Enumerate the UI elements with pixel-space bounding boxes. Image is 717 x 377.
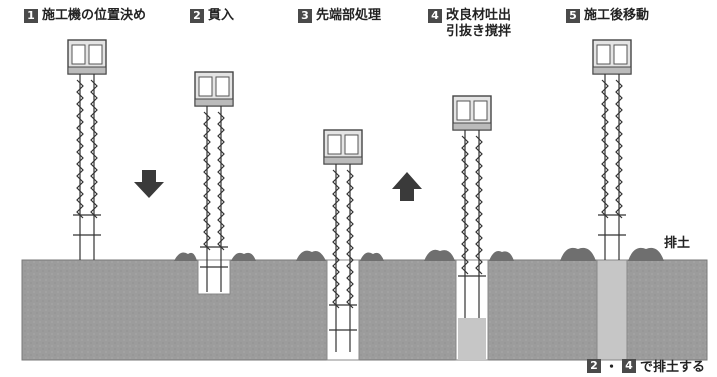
footnote: 2 ・ 4 で排土する xyxy=(586,356,705,375)
note-badge-a: 2 xyxy=(586,359,601,373)
step-title: 貫入 xyxy=(208,8,235,23)
step-number-badge: 1 xyxy=(24,9,38,23)
improved-column-step5 xyxy=(596,259,628,361)
excavated-soil-label: 排土 xyxy=(664,236,691,251)
step-number-badge: 2 xyxy=(190,9,204,23)
machine-step5 xyxy=(592,39,632,260)
step-title: 先端部処理 xyxy=(316,8,382,23)
step-number-badge: 3 xyxy=(298,9,312,23)
ground xyxy=(21,259,708,361)
step-1-label: 1 施工機の位置決め xyxy=(24,8,146,24)
step-number-badge: 5 xyxy=(566,9,580,23)
machine-step3 xyxy=(323,129,363,352)
step-title: 施工後移動 xyxy=(584,8,650,23)
step-title: 改良材吐出 xyxy=(446,8,512,23)
improved-column-step4 xyxy=(458,318,486,360)
machine-step4 xyxy=(452,95,492,318)
arrow-down-icon xyxy=(134,170,164,198)
step-3-label: 3 先端部処理 xyxy=(298,8,381,24)
step-4-label: 4 改良材吐出 引抜き撹拌 xyxy=(428,8,511,40)
hole-step3 xyxy=(326,259,360,361)
note-badge-b: 4 xyxy=(621,359,636,373)
step-title: 施工機の位置決め xyxy=(42,8,147,23)
step-number-badge: 4 xyxy=(428,9,442,23)
machine-step1 xyxy=(67,39,107,260)
arrow-up-icon xyxy=(392,172,422,201)
hole-step2 xyxy=(197,259,231,295)
step-2-label: 2 貫入 xyxy=(190,8,234,24)
step-title-line2: 引抜き撹拌 xyxy=(446,24,512,39)
note-text: で排土する xyxy=(639,360,705,375)
note-separator: ・ xyxy=(604,360,618,375)
step-5-label: 5 施工後移動 xyxy=(566,8,649,24)
machine-step2 xyxy=(194,71,234,292)
excavated-soil-mounds xyxy=(174,247,664,261)
